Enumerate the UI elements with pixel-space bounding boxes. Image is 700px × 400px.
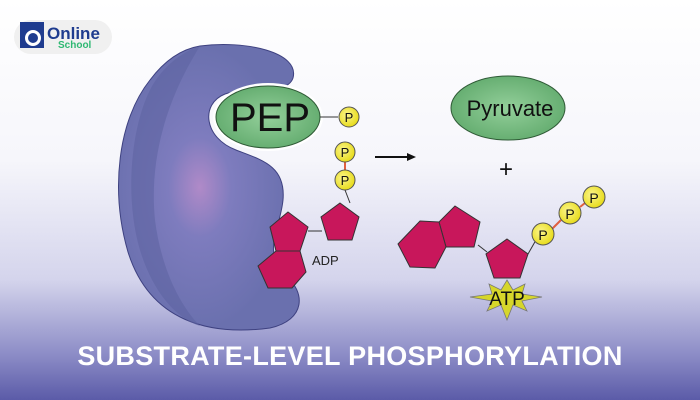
pep-label: PEP xyxy=(230,96,310,140)
adp-label: ADP xyxy=(312,253,339,268)
adp-ribose-pentagon xyxy=(320,202,360,241)
phosphate-atp-2: P xyxy=(558,201,582,225)
atp-label: ATP xyxy=(489,289,525,310)
logo-mark-icon xyxy=(20,22,44,48)
atp-adenine-pentagon xyxy=(438,205,481,248)
phosphate-adp-1: P xyxy=(334,141,356,163)
svg-text:P: P xyxy=(345,110,354,125)
phosphate-adp-2: P xyxy=(334,169,356,191)
plus-sign: + xyxy=(499,156,513,183)
logo-text-online: Online xyxy=(47,24,100,43)
pyruvate-label: Pyruvate xyxy=(467,96,554,121)
page-title: SUBSTRATE-LEVEL PHOSPHORYLATION xyxy=(77,341,623,371)
enzyme-shadow-band xyxy=(131,46,200,326)
atp-starburst-icon xyxy=(469,279,543,322)
phosphate-atp-1: P xyxy=(531,222,555,246)
atp-ribose-pentagon xyxy=(485,238,529,279)
pyruvate-molecule xyxy=(450,75,566,141)
phosphate-pep: P xyxy=(338,106,360,128)
svg-text:P: P xyxy=(341,145,350,160)
online-school-logo: Online School xyxy=(14,20,112,54)
svg-text:P: P xyxy=(538,227,547,243)
reaction-arrow-icon xyxy=(375,153,416,161)
svg-text:P: P xyxy=(565,206,574,222)
logo-text-school: School xyxy=(58,40,92,51)
atp-adenine-hexagon xyxy=(397,220,447,269)
svg-text:P: P xyxy=(341,173,350,188)
adp-adenine-hexagon xyxy=(257,250,307,289)
phosphate-atp-3: P xyxy=(582,185,606,209)
svg-text:P: P xyxy=(589,190,598,206)
